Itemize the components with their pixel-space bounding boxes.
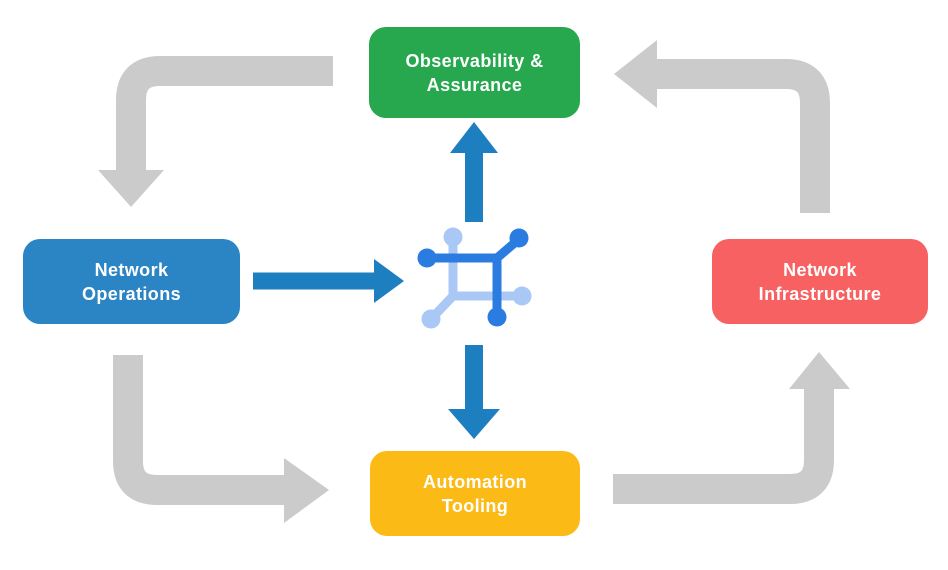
node-label-line: Tooling <box>441 495 509 516</box>
node-label-line: Network <box>783 259 857 280</box>
node-observability-assurance: Observability & Assurance <box>369 27 580 118</box>
node-network-operations: Network Operations <box>23 239 240 324</box>
node-network-infrastructure: Network Infrastructure <box>712 239 928 324</box>
arrow-center-to-observability <box>450 122 498 222</box>
node-automation-tooling: Automation Tooling <box>370 451 580 536</box>
arrow-operations-to-center <box>253 259 404 303</box>
node-label-line: Automation <box>423 471 527 492</box>
node-label-line: Assurance <box>426 74 523 95</box>
node-label-line: Infrastructure <box>758 283 882 304</box>
arrow-automation-to-infrastructure <box>613 352 850 504</box>
arrow-center-to-automation <box>448 345 500 439</box>
node-label-line: Observability & <box>405 50 544 71</box>
network-automation-icon <box>417 227 532 329</box>
node-label-line: Operations <box>81 283 182 304</box>
arrow-observability-to-operations <box>98 56 333 207</box>
node-label-line: Network <box>94 259 169 280</box>
arrow-infrastructure-to-observability <box>614 40 830 213</box>
arrow-operations-to-automation <box>113 355 329 523</box>
